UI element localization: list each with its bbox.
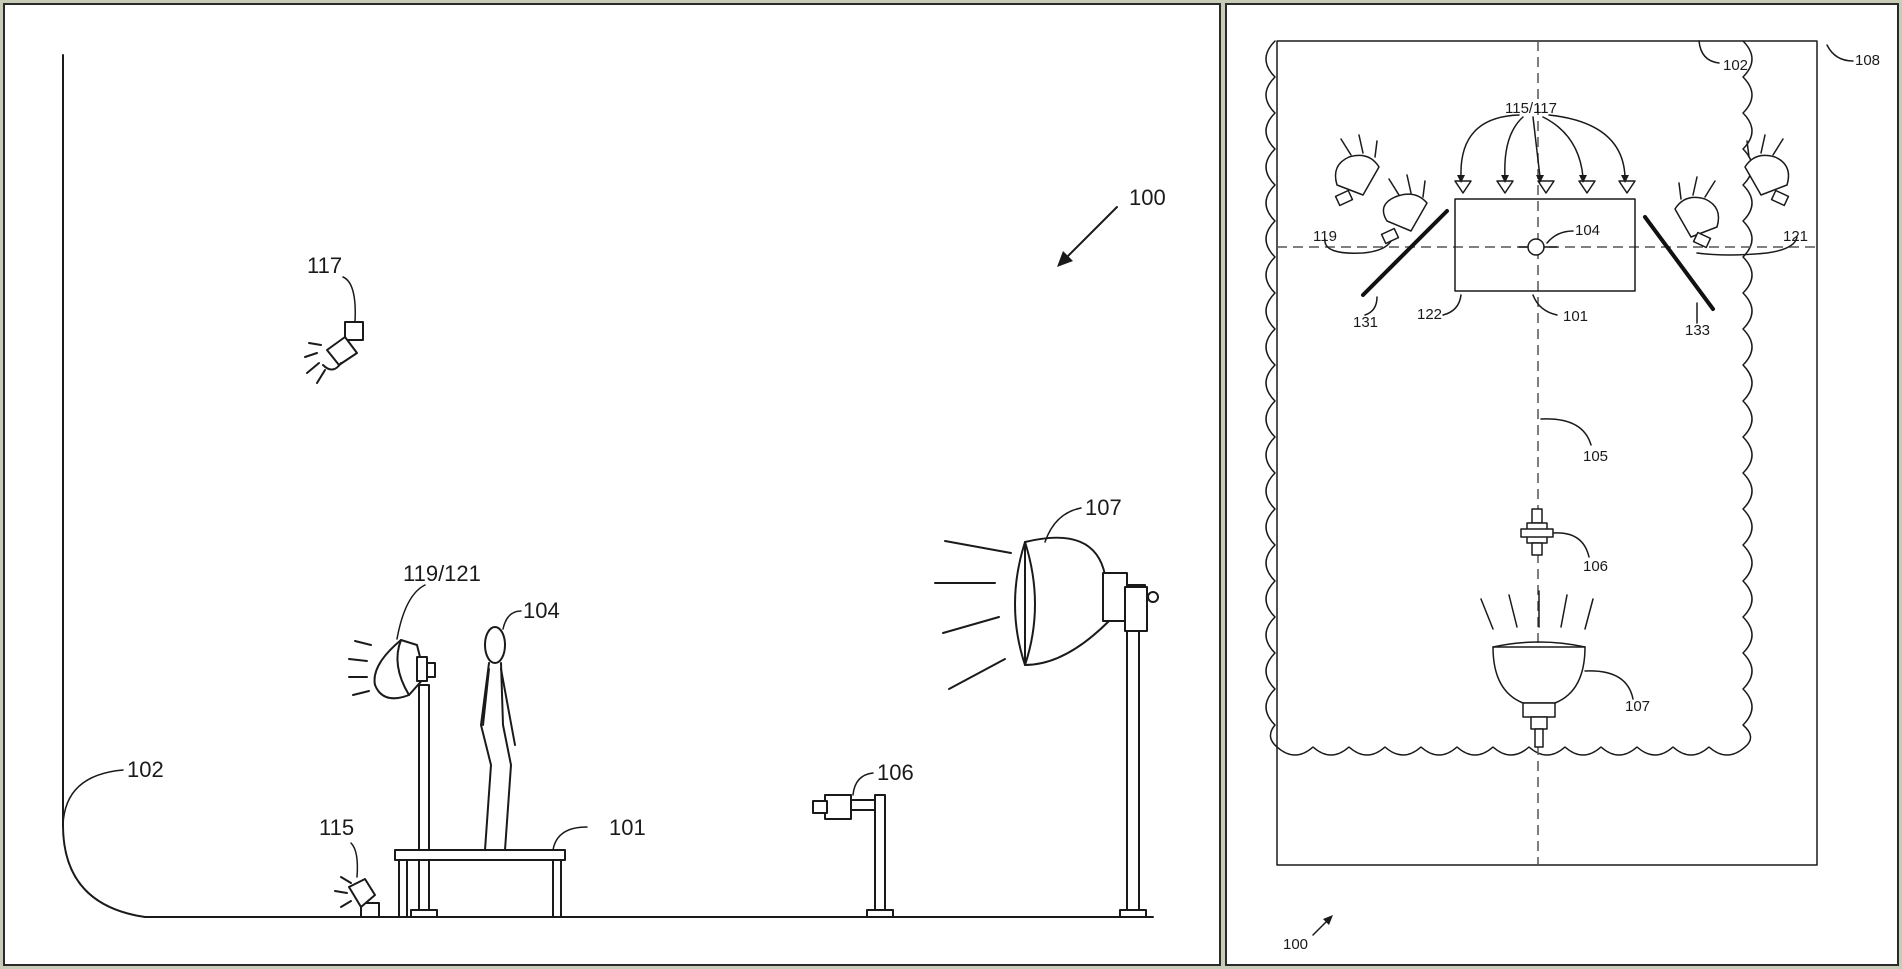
label-102: 102 — [127, 757, 164, 782]
key-light-107 — [1480, 590, 1634, 748]
floor-light-115 — [334, 842, 380, 918]
reflector-131 — [1361, 209, 1449, 297]
arrowhead-100 — [1323, 915, 1333, 925]
subject-104 — [480, 610, 522, 851]
side-light-119-121 — [348, 584, 438, 918]
top-light-117 — [304, 276, 364, 384]
label-101: 101 — [609, 815, 646, 840]
leader-102 — [1698, 40, 1720, 64]
leader-101 — [1532, 294, 1558, 316]
label-121: 121 — [1783, 228, 1808, 245]
camera-106 — [812, 772, 894, 918]
label-115: 115 — [319, 815, 354, 840]
leader-105 — [1540, 418, 1592, 446]
backdrop-sweep — [62, 54, 1154, 918]
label-107: 107 — [1085, 495, 1122, 520]
reflector-133 — [1643, 215, 1715, 311]
leader-131 — [1364, 296, 1378, 316]
label-119: 119 — [1313, 228, 1337, 245]
platform-101 — [394, 826, 588, 918]
leader-122 — [1442, 294, 1462, 316]
label-115-117: 115/117 — [1505, 100, 1557, 117]
arrow-100 — [1062, 206, 1118, 262]
label-100: 100 — [1129, 185, 1166, 210]
label-119-121: 119/121 — [403, 561, 481, 586]
leader-102 — [62, 769, 124, 826]
overhead-lights — [1454, 114, 1636, 194]
side-view-drawing: 100 117 107 119/121 104 106 102 101 115 — [62, 54, 1166, 918]
curtain-108 — [1265, 40, 1753, 756]
label-102: 102 — [1723, 57, 1748, 74]
key-light-107 — [934, 507, 1159, 918]
label-100: 100 — [1283, 936, 1308, 953]
label-117: 117 — [307, 253, 342, 278]
label-108: 108 — [1855, 52, 1880, 69]
label-105: 105 — [1583, 448, 1608, 465]
side-lights-121 — [1674, 134, 1798, 256]
camera-106 — [1520, 508, 1590, 558]
label-122: 122 — [1417, 306, 1442, 323]
label-107: 107 — [1625, 698, 1650, 715]
label-106: 106 — [877, 760, 914, 785]
side-view-panel: 100 117 107 119/121 104 106 102 101 115 — [3, 3, 1221, 966]
subject-104 — [1518, 230, 1574, 256]
label-131: 131 — [1353, 314, 1378, 331]
label-101: 101 — [1563, 308, 1588, 325]
label-104: 104 — [523, 598, 560, 623]
stage-102 — [1276, 40, 1818, 866]
top-view-panel: 102 108 115/117 104 119 121 122 101 131 … — [1225, 3, 1899, 966]
label-106: 106 — [1583, 558, 1608, 575]
arrowhead-100 — [1057, 251, 1073, 267]
label-104: 104 — [1575, 222, 1600, 239]
label-133: 133 — [1685, 322, 1710, 339]
platform-101 — [1454, 198, 1636, 292]
side-lights-119 — [1324, 134, 1428, 254]
top-view-drawing: 102 108 115/117 104 119 121 122 101 131 … — [1265, 40, 1880, 953]
leader-108 — [1826, 44, 1854, 62]
